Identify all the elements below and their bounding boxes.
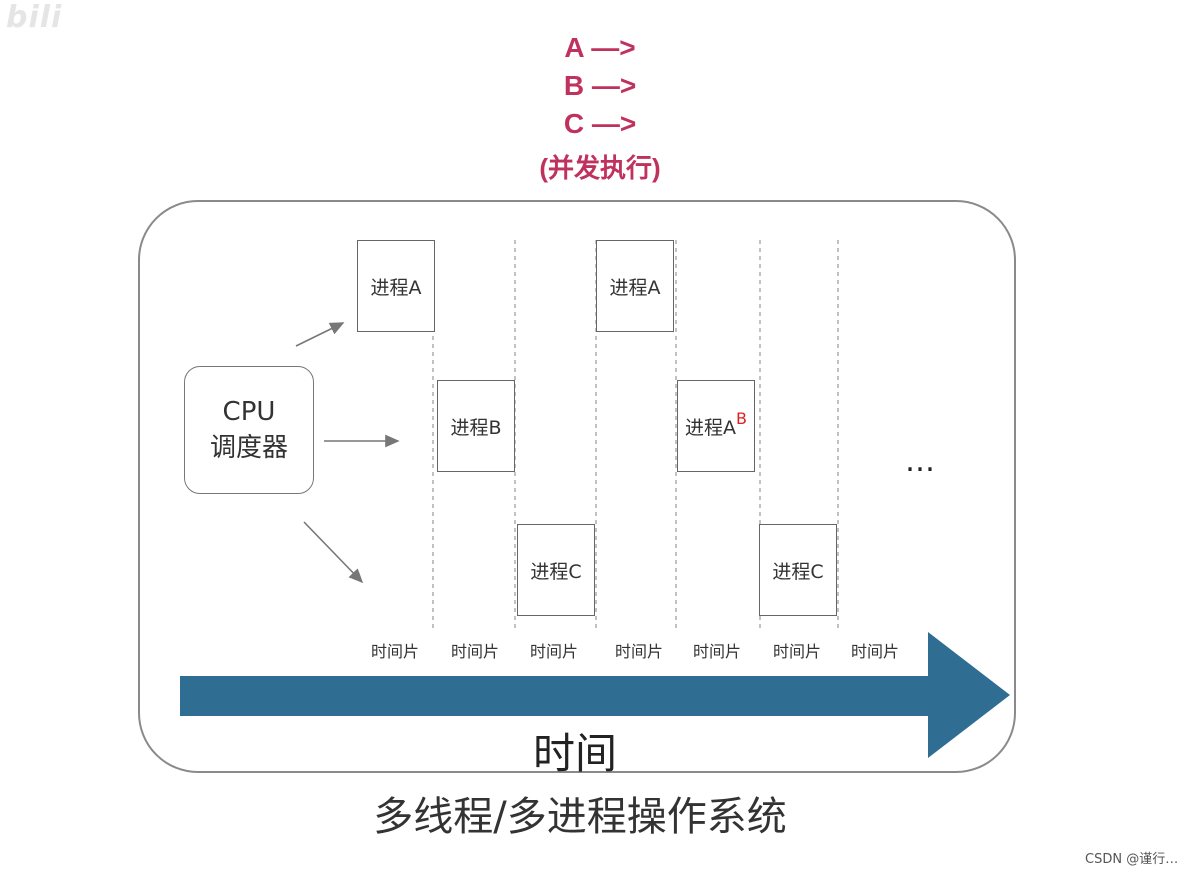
time-slice-label: 时间片 bbox=[850, 642, 899, 661]
arrow-to-bottom-row bbox=[303, 521, 364, 584]
time-slice-label: 时间片 bbox=[692, 642, 741, 661]
time-axis-label: 时间 bbox=[532, 729, 617, 778]
diagram-frame bbox=[138, 200, 1016, 773]
source-credit: CSDN @谨行… bbox=[1085, 852, 1179, 867]
cpu-scheduler-line1: CPU bbox=[222, 397, 276, 427]
process-box-b-1: 进程B bbox=[437, 380, 515, 472]
process-box-c-2: 进程C bbox=[759, 524, 837, 616]
diagram-caption: 多线程/多进程操作系统 bbox=[373, 794, 787, 840]
legend-line-b: B —> bbox=[563, 70, 637, 101]
process-box-a-1: 进程A bbox=[357, 240, 435, 332]
time-slice-label: 时间片 bbox=[772, 642, 821, 661]
time-slice-label: 时间片 bbox=[450, 642, 499, 661]
process-box-a-2: 进程A bbox=[596, 240, 674, 332]
time-slice-label: 时间片 bbox=[614, 642, 663, 661]
watermark-logo: bili bbox=[6, 0, 63, 35]
cpu-scheduler-box: CPU 调度器 bbox=[184, 366, 314, 494]
cpu-scheduler-line2: 调度器 bbox=[209, 433, 288, 463]
time-axis-arrow bbox=[180, 632, 1010, 758]
legend-line-a: A —> bbox=[564, 32, 636, 63]
continuation-ellipsis: … bbox=[905, 444, 937, 479]
time-slice-label: 时间片 bbox=[370, 642, 419, 661]
process-box-c-1: 进程C bbox=[517, 524, 595, 616]
legend-note: (并发执行) bbox=[539, 153, 661, 183]
legend-line-c: C —> bbox=[563, 108, 637, 139]
time-slice-label: 时间片 bbox=[529, 642, 578, 661]
scheduler-arrows bbox=[295, 322, 400, 584]
arrow-to-top-row bbox=[295, 322, 345, 347]
annotation-b: B bbox=[736, 408, 747, 428]
